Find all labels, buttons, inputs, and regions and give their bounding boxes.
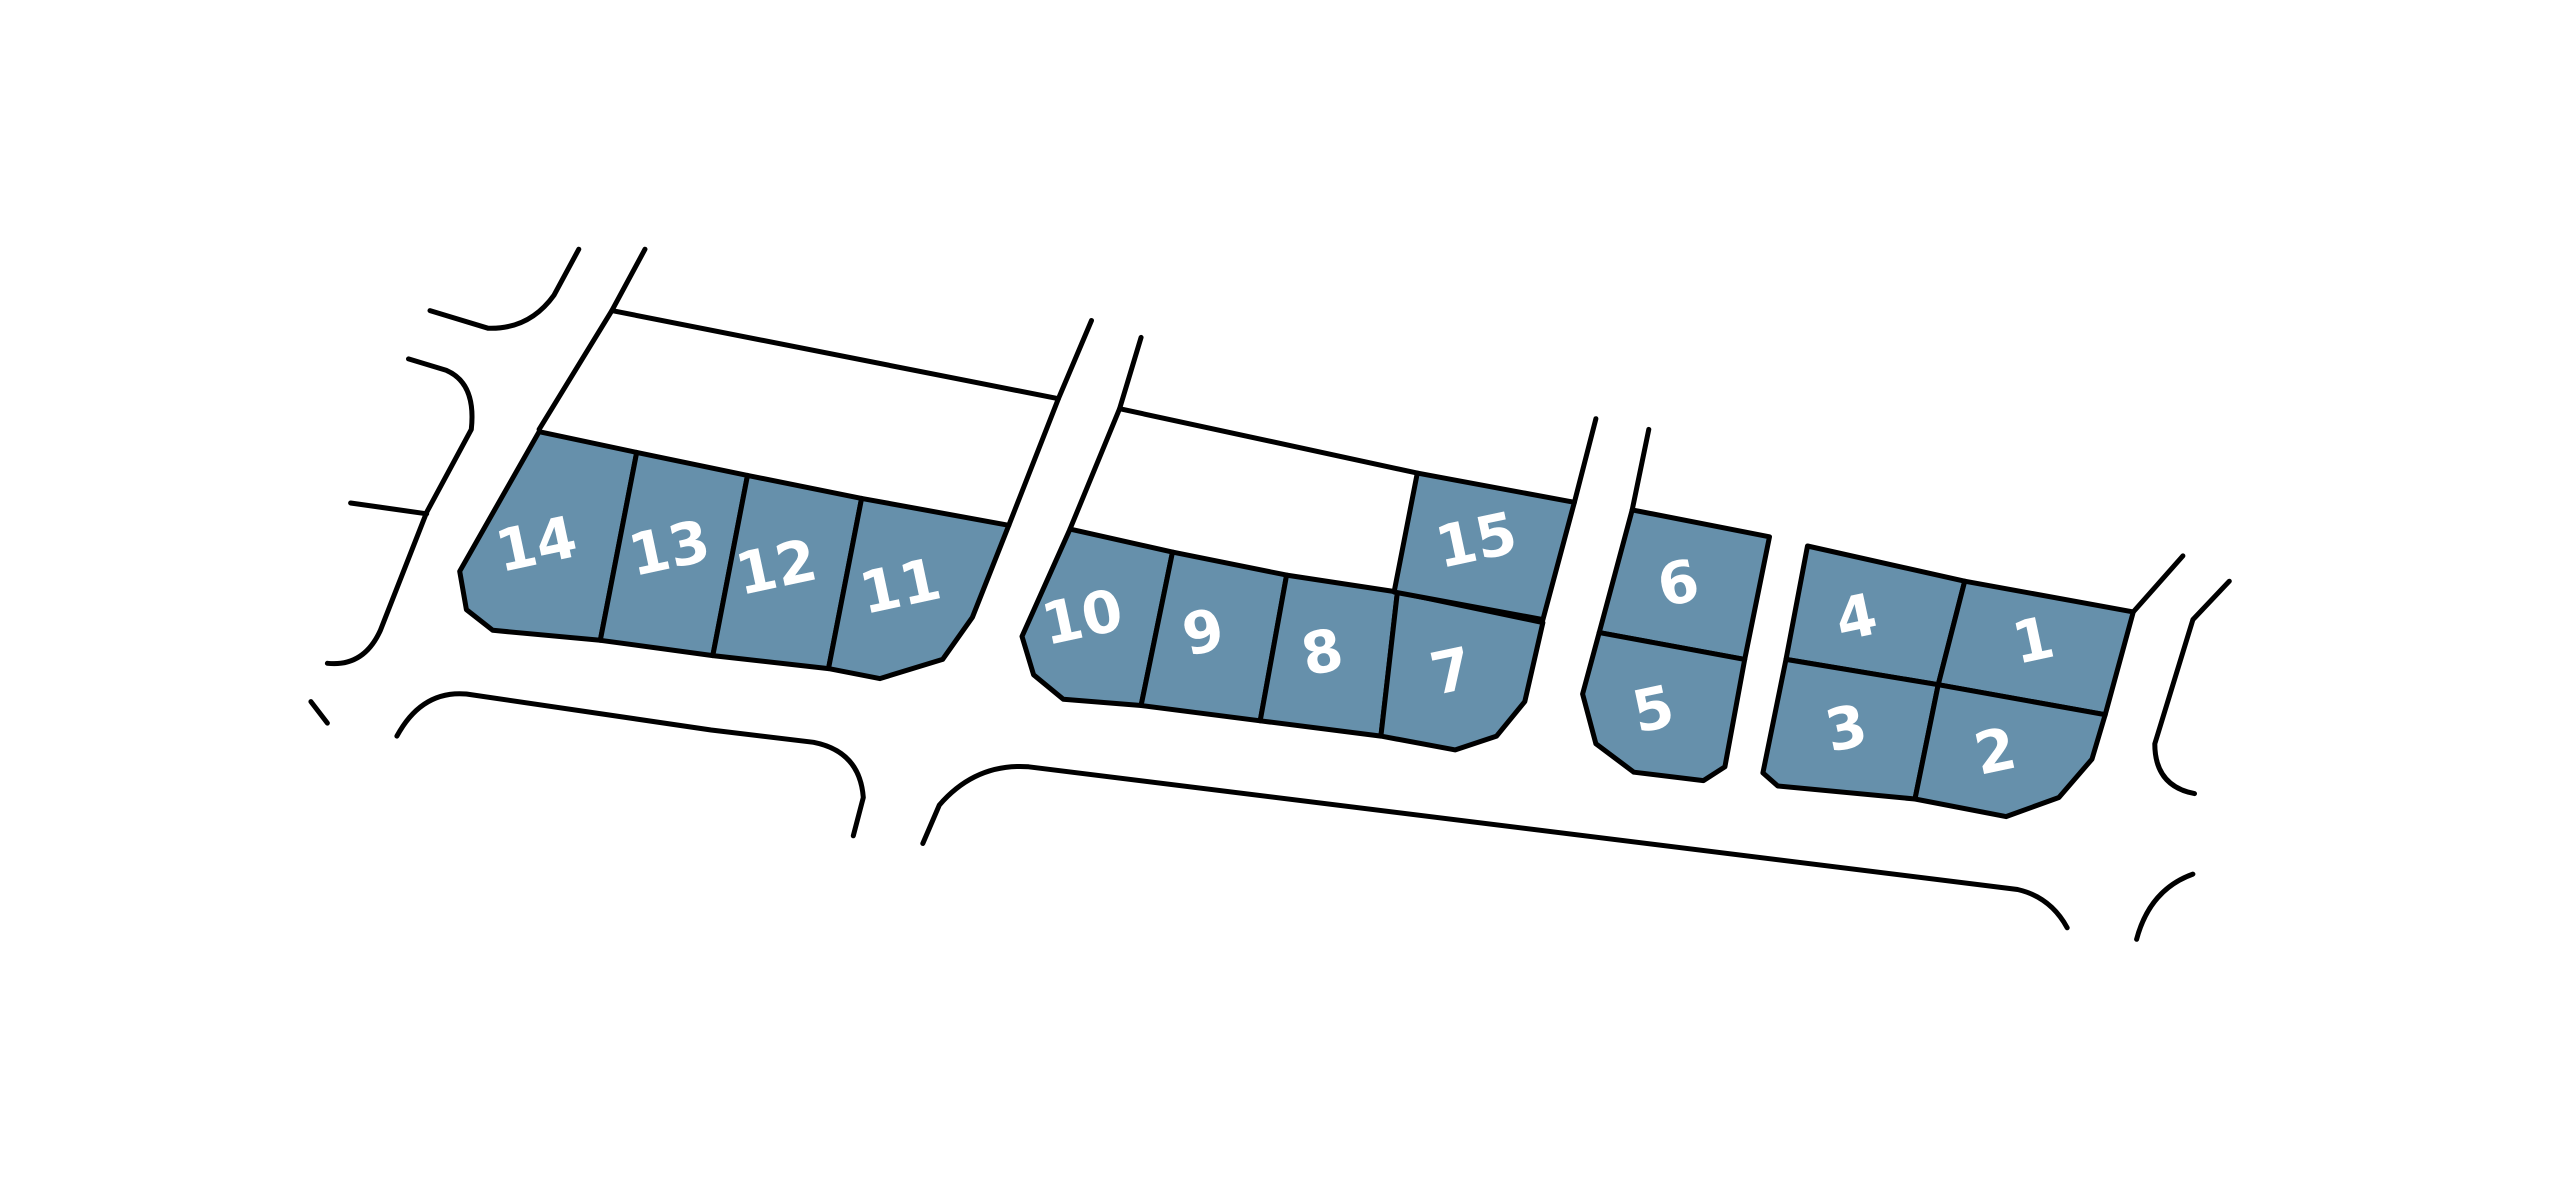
lot-8[interactable] [1257,572,1400,739]
road-line [394,691,866,839]
road-line [2134,871,2196,942]
road-line [1006,318,1094,528]
road-line [324,356,475,667]
road-line [920,763,2070,931]
road-line [348,500,430,517]
road-outlines [308,246,2232,942]
lot-7[interactable] [1378,589,1546,753]
road-line [1067,334,1144,532]
lots-layer [457,429,2136,820]
road-line [2152,578,2232,797]
road-line [609,308,1061,402]
lot-15[interactable] [1391,470,1577,623]
road-line [2130,553,2186,615]
road-line [536,246,648,432]
lot-11[interactable] [826,495,1012,682]
road-line [1571,416,1599,505]
lot-5[interactable] [1580,630,1748,784]
road-line [1629,426,1652,513]
road-line [1117,406,1420,476]
road-line [427,246,582,331]
road-line [308,699,330,726]
lot-2[interactable] [1912,682,2108,820]
lot-3[interactable] [1760,656,1941,802]
